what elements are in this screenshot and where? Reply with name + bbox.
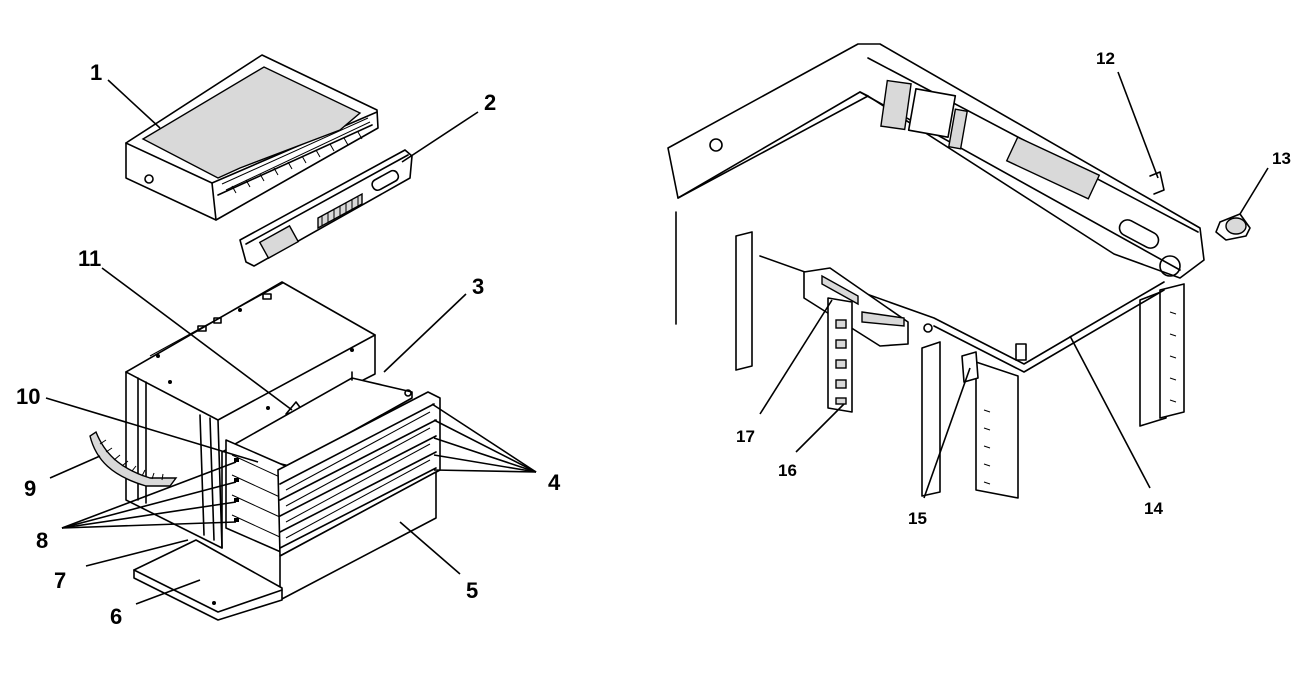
drawer-fronts [277, 391, 441, 557]
leader-lines-right [759, 71, 1269, 499]
callout-16: 16 [778, 461, 797, 480]
callout-14: 14 [1144, 499, 1163, 518]
callout-labels: 1 2 3 4 5 6 7 8 9 10 11 12 13 14 15 16 1… [16, 49, 1291, 629]
right-assembly [667, 43, 1269, 499]
mounting-bracket [803, 267, 909, 347]
callout-15: 15 [908, 509, 927, 528]
left-assembly [45, 54, 537, 621]
callout-4: 4 [548, 470, 561, 495]
callout-17: 17 [736, 427, 755, 446]
frame-posts [675, 211, 1185, 499]
front-bezel [239, 149, 413, 267]
cable-strap [89, 430, 178, 487]
kick-panel [279, 471, 437, 601]
top-console-frame [667, 43, 1205, 279]
top-cover [125, 54, 379, 221]
callout-12: 12 [1096, 49, 1115, 68]
callout-9: 9 [24, 476, 36, 501]
callout-11: 11 [78, 246, 101, 271]
callout-1: 1 [90, 60, 102, 85]
callout-7: 7 [54, 568, 66, 593]
clip-part [961, 351, 979, 383]
callout-13: 13 [1272, 149, 1291, 168]
callout-6: 6 [110, 604, 122, 629]
callout-3: 3 [472, 274, 484, 299]
callout-8: 8 [36, 528, 48, 553]
base-plate [133, 539, 283, 621]
vertical-rail-strip [827, 297, 853, 413]
callout-5: 5 [466, 578, 478, 603]
hook-clip [1149, 171, 1165, 195]
leader-lines-left [45, 79, 537, 605]
callout-10: 10 [16, 384, 40, 409]
knob-part [1215, 213, 1251, 241]
callout-2: 2 [484, 90, 496, 115]
